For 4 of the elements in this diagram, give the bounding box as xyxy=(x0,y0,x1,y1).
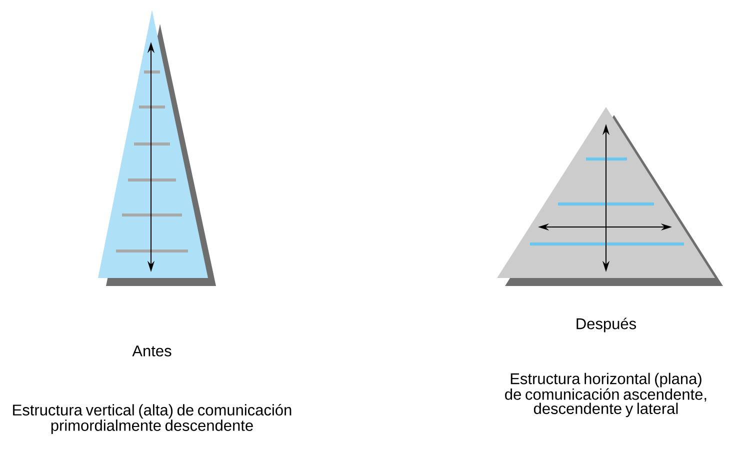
caption: Después xyxy=(576,318,636,332)
description: Estructura vertical (alta) de comunicación primordialmente descendente xyxy=(13,404,292,434)
caption: Antes xyxy=(132,346,172,356)
description: Estructura horizontal (plana) de comunicación ascendente, descendente y lateral xyxy=(505,372,706,418)
